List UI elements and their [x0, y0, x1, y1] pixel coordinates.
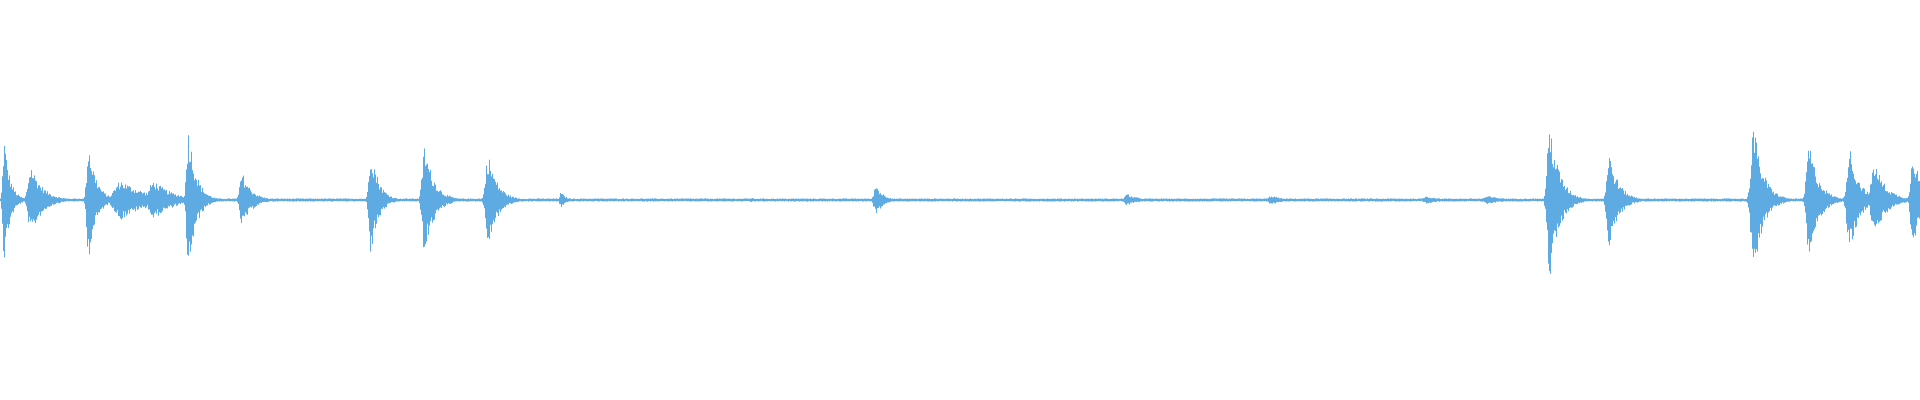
waveform-path — [0, 131, 1920, 274]
